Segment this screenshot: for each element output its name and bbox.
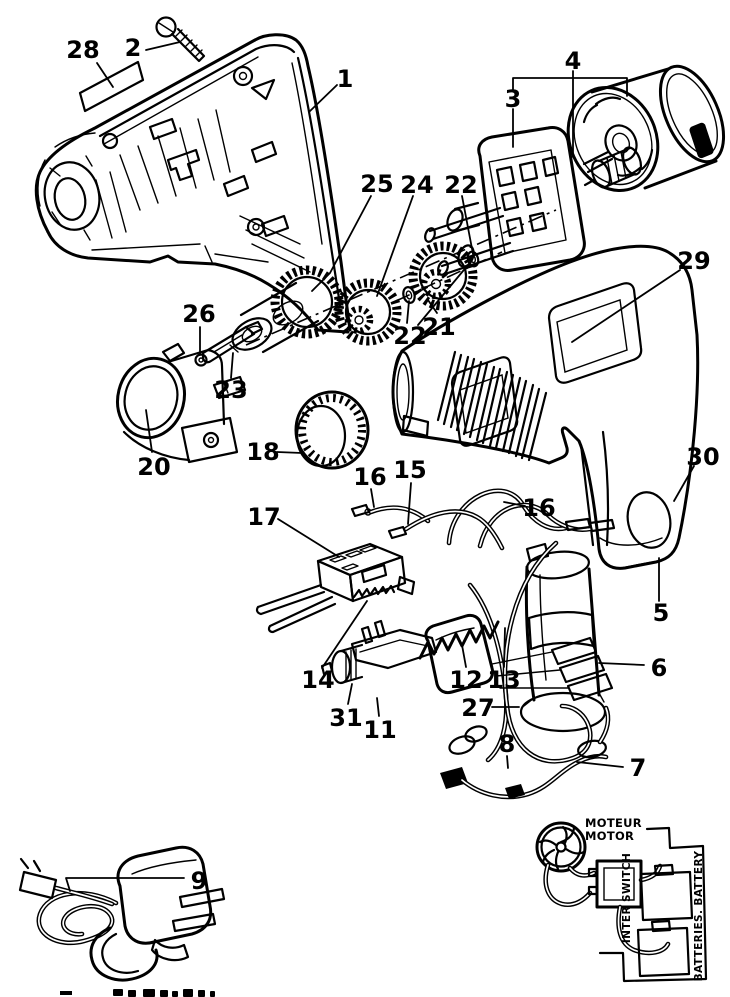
part-nameplate <box>78 60 145 113</box>
part-wire-harness <box>440 705 611 800</box>
wiring-schematic-inset: MOTEUR MOTOR INTER SWITCH BATTERIES. BAT… <box>535 816 708 983</box>
part-output-gear-spindle <box>231 265 344 354</box>
callout-11: 11 <box>363 716 396 744</box>
inset-motor-label-fr: MOTEUR <box>585 816 642 830</box>
callout-12: 12 <box>449 666 482 694</box>
callout-15: 15 <box>393 456 426 484</box>
callout-16-left: 16 <box>353 463 386 491</box>
part-intermediate-gear <box>334 278 402 346</box>
callout-14: 14 <box>301 666 334 694</box>
callout-13: 13 <box>487 666 520 694</box>
part-second-gear <box>408 241 478 311</box>
part-worm-14 <box>352 584 396 599</box>
callout-5: 5 <box>653 599 670 627</box>
part-flat-shaft <box>201 320 264 364</box>
part-trigger-assembly <box>320 613 614 702</box>
callout-7: 7 <box>630 754 647 782</box>
callout-26: 26 <box>182 300 215 328</box>
schematic-battery <box>598 826 708 983</box>
callout-bracket-3-4 <box>512 77 628 97</box>
callout-23: 23 <box>214 376 247 404</box>
part-screw <box>155 16 206 63</box>
callout-28: 28 <box>66 36 99 64</box>
callout-16-right: 16 <box>522 494 555 522</box>
callout-20: 20 <box>137 453 170 481</box>
part-switch <box>255 542 416 634</box>
part-motor-pinion <box>583 146 643 189</box>
callout-1: 1 <box>337 65 354 93</box>
part-washers <box>402 250 480 304</box>
part-bearing-retainer <box>116 342 247 464</box>
schematic-motor-fan <box>535 821 587 873</box>
callout-8: 8 <box>499 730 516 758</box>
callout-30: 30 <box>686 443 719 471</box>
part-wire-16-left <box>350 503 431 524</box>
callout-6: 6 <box>651 654 668 682</box>
part-collar-ring <box>294 390 370 470</box>
part-wire-27 <box>502 540 593 764</box>
schematic-switch <box>587 859 643 909</box>
inset-battery-label: BATTERIES. BATTERY <box>693 851 705 982</box>
callout-24: 24 <box>400 171 433 199</box>
callout-3: 3 <box>505 85 522 113</box>
callout-2: 2 <box>125 34 142 62</box>
callout-numbers: 28 2 1 3 4 25 24 22 22 21 26 23 20 18 16… <box>66 34 719 895</box>
callout-4: 4 <box>565 47 582 75</box>
handle-base-opening <box>626 491 672 549</box>
callout-21: 21 <box>422 313 455 341</box>
callout-22-upper: 22 <box>444 171 477 199</box>
callout-18: 18 <box>246 438 279 466</box>
part-housing-left-half <box>34 33 352 334</box>
part-wire-15 <box>387 509 505 551</box>
inset-switch-label: INTER SWITCH <box>621 853 633 943</box>
callout-17: 17 <box>247 503 280 531</box>
inset-motor-label-en: MOTOR <box>585 829 634 843</box>
callout-9: 9 <box>191 867 208 895</box>
part-charger <box>18 845 226 982</box>
callout-31: 31 <box>329 704 362 732</box>
assembly-axis-line <box>245 209 557 346</box>
callout-25: 25 <box>360 170 393 198</box>
callout-29: 29 <box>677 247 710 275</box>
callout-leader-lines <box>65 41 695 892</box>
cropped-caption-fragment <box>60 989 215 997</box>
assembly-axis-line-2 <box>395 251 503 302</box>
part-motor <box>566 64 726 192</box>
callout-22-lower: 22 <box>393 322 426 350</box>
callout-27: 27 <box>461 694 494 722</box>
